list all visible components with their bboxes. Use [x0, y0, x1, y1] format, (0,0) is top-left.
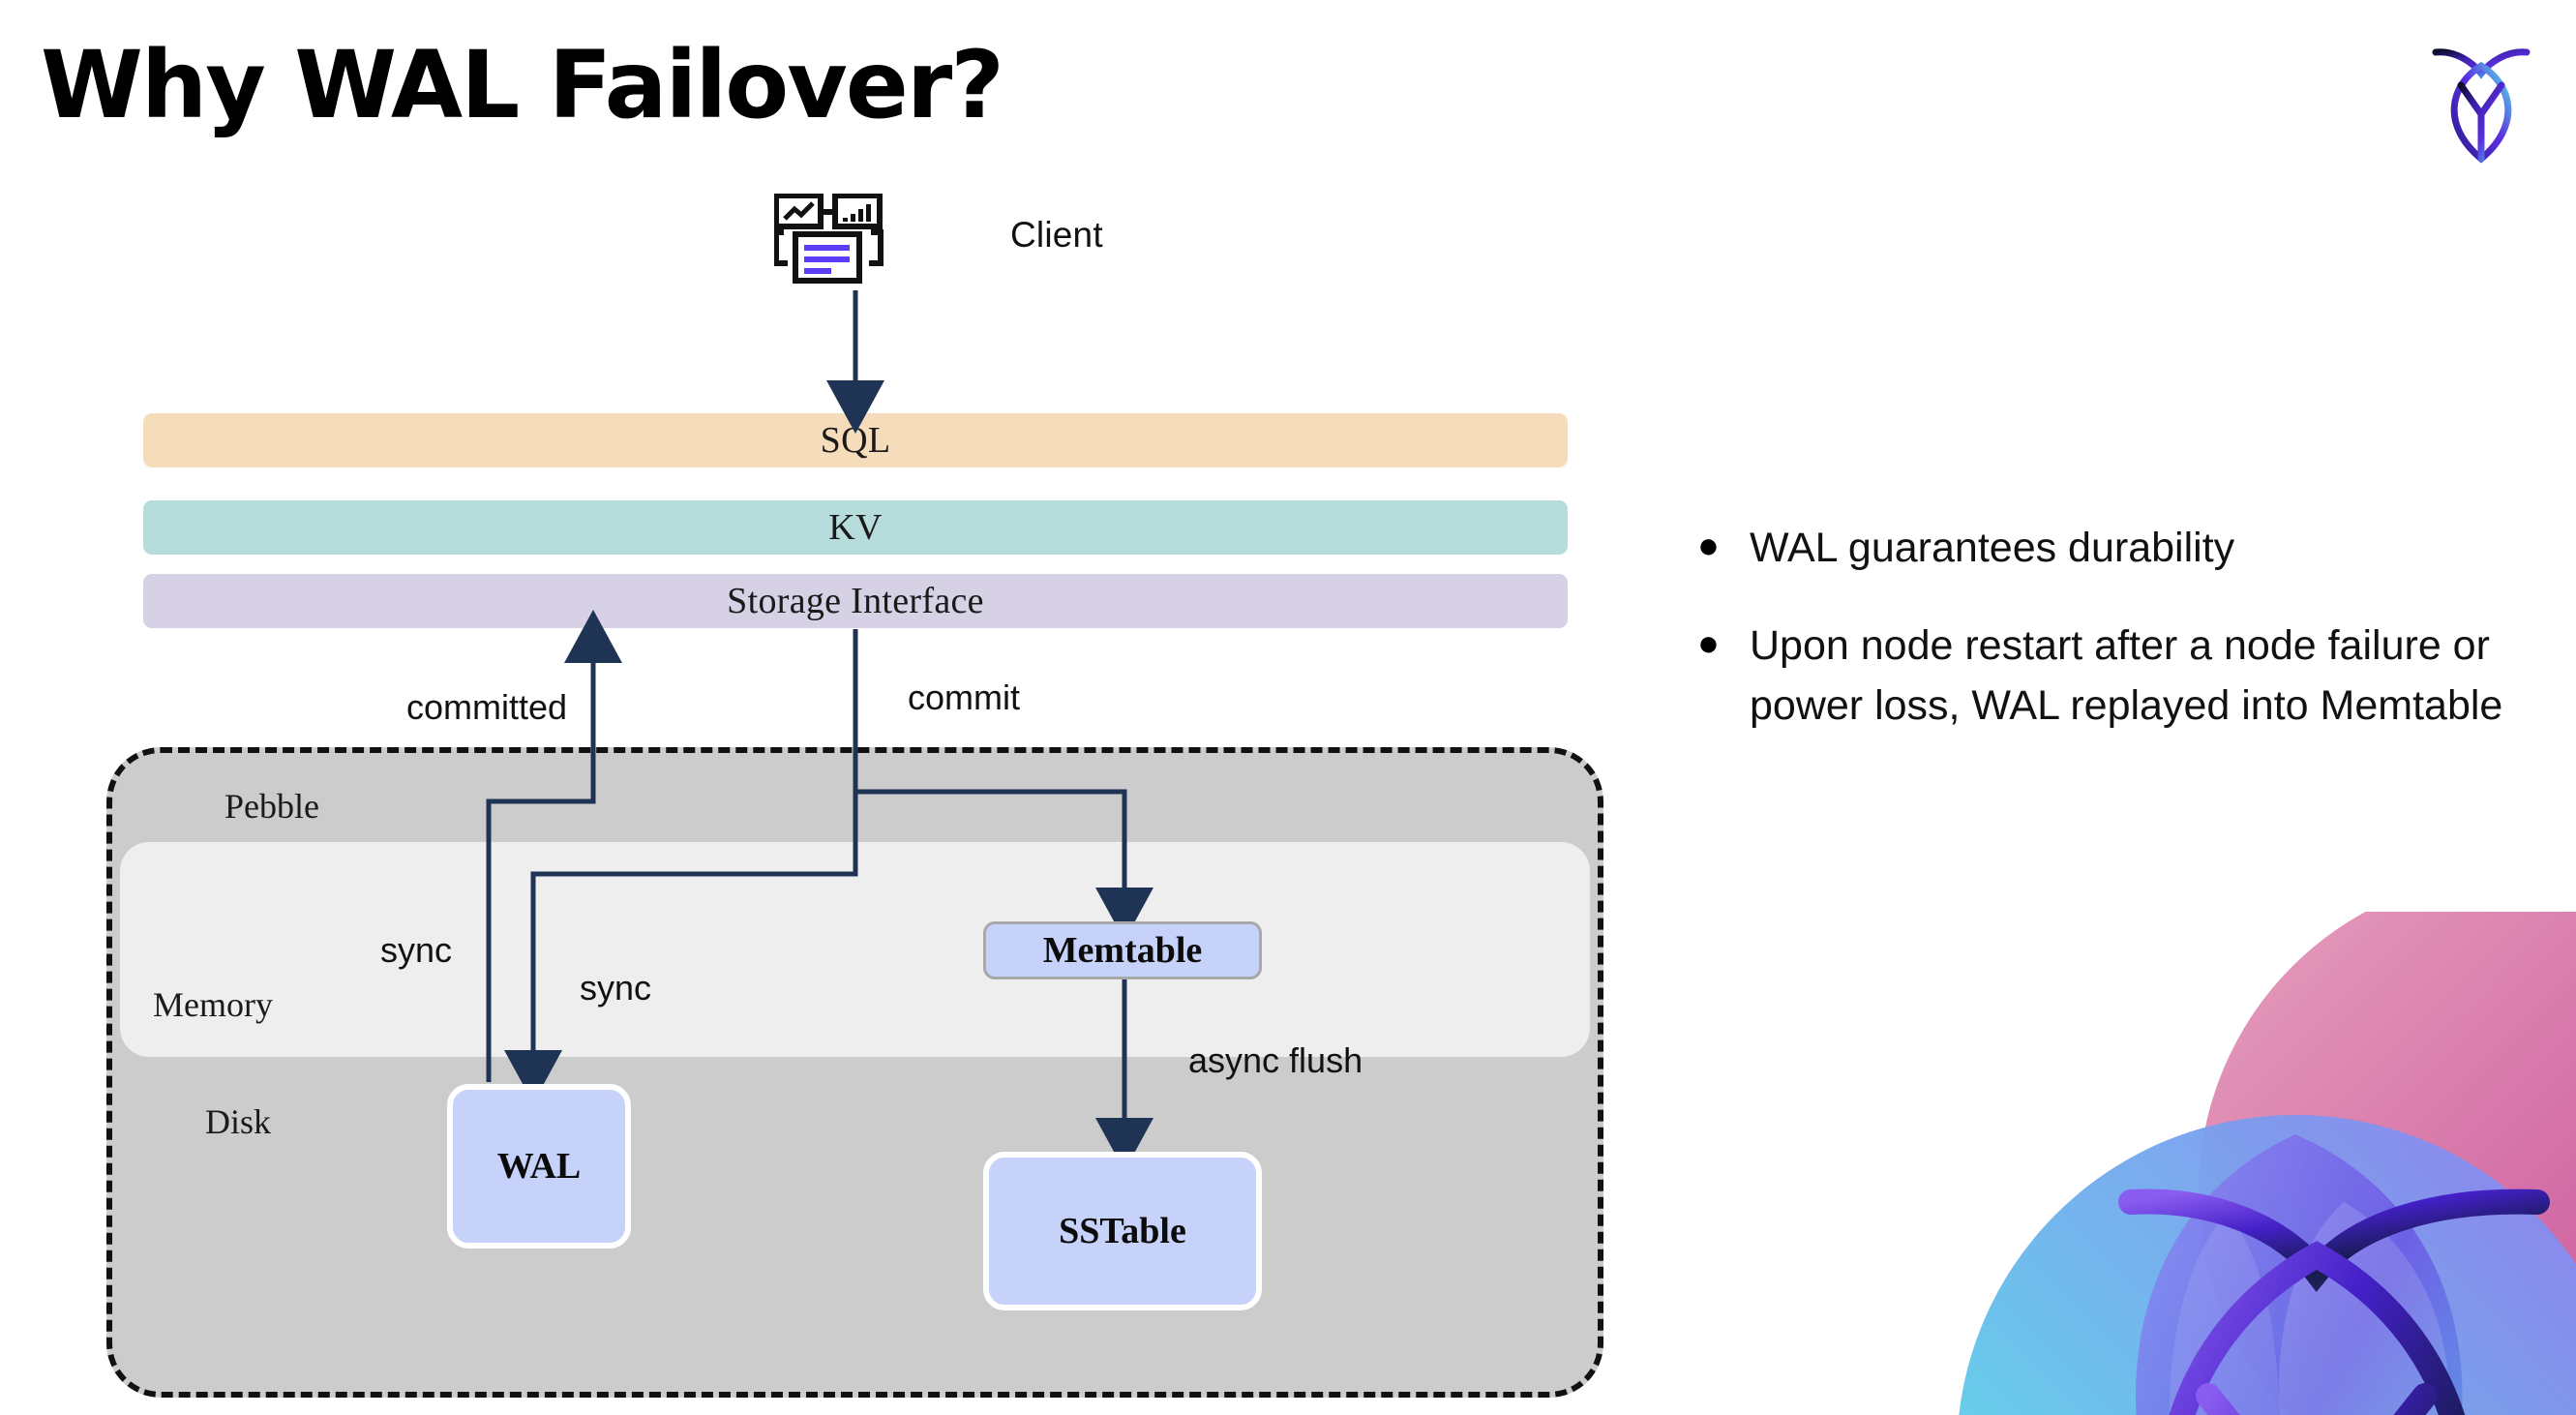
- memory-zone: [120, 842, 1590, 1057]
- bullet-text: WAL guarantees durability: [1750, 525, 2235, 571]
- client-label: Client: [1010, 215, 1103, 255]
- bullet-marker-icon: ●: [1697, 526, 1720, 566]
- edge-label-sync-down: sync: [580, 968, 652, 1008]
- layer-label-storage-interface: Storage Interface: [727, 581, 984, 621]
- list-item: ● Upon node restart after a node failure…: [1697, 617, 2510, 736]
- layer-label-kv: KV: [828, 507, 883, 548]
- bullet-marker-icon: ●: [1697, 623, 1720, 665]
- layer-label-sql: SQL: [820, 420, 891, 461]
- node-label-memtable: Memtable: [1042, 930, 1203, 971]
- cockroachdb-logo-icon: [2409, 25, 2554, 170]
- node-label-wal: WAL: [496, 1146, 582, 1187]
- node-sstable[interactable]: SSTable: [983, 1152, 1262, 1310]
- bullet-text: Upon node restart after a node failure o…: [1750, 622, 2503, 729]
- node-wal[interactable]: WAL: [447, 1084, 631, 1249]
- layer-bar-storage-interface: Storage Interface: [143, 574, 1568, 628]
- bullet-list: ● WAL guarantees durability ● Upon node …: [1697, 519, 2510, 774]
- edge-label-committed: committed: [406, 687, 568, 727]
- page-title: Why WAL Failover?: [41, 31, 1004, 139]
- zone-label-pebble: Pebble: [225, 787, 319, 826]
- layer-bar-kv: KV: [143, 500, 1568, 555]
- cockroachdb-decorative-logo-icon: [1841, 912, 2576, 1415]
- node-memtable[interactable]: Memtable: [983, 921, 1262, 979]
- node-label-sstable: SSTable: [1059, 1211, 1186, 1251]
- list-item: ● WAL guarantees durability: [1697, 519, 2510, 578]
- zone-label-disk: Disk: [205, 1102, 272, 1141]
- client-workstation-icon: [773, 193, 929, 290]
- edge-label-sync-up: sync: [380, 930, 453, 970]
- layer-bar-sql: SQL: [143, 413, 1568, 467]
- edge-label-commit: commit: [908, 677, 1020, 717]
- zone-label-memory: Memory: [153, 985, 273, 1024]
- edge-label-async-flush: async flush: [1188, 1040, 1363, 1080]
